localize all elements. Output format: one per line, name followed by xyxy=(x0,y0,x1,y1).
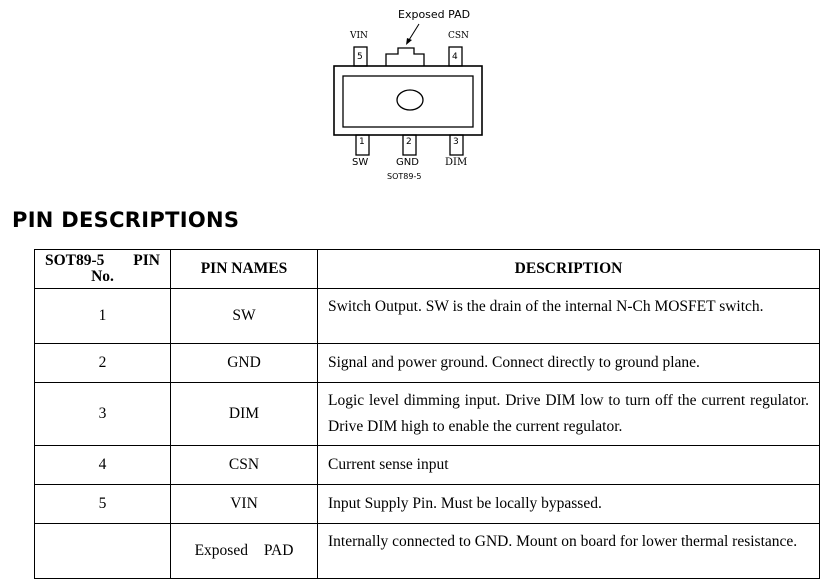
pin-number-cell: 4 xyxy=(34,445,171,485)
pin-description-table: SOT89-5 PIN No. PIN NAMES DESCRIPTION 1 … xyxy=(34,249,820,579)
pin-name-cell: CSN xyxy=(170,445,318,485)
pin-number-cell xyxy=(34,523,171,579)
exposed-pad-arrow xyxy=(408,23,420,41)
table-row: 2 GND Signal and power ground. Connect d… xyxy=(34,343,820,383)
package-body-inner xyxy=(342,75,474,128)
pin-4-label: CSN xyxy=(448,31,469,41)
section-title: PIN DESCRIPTIONS xyxy=(12,208,240,232)
header-pin-number-line2: No. xyxy=(91,268,114,285)
package-pinout-diagram: Exposed PAD VIN CSN 5 4 1 2 3 SW GND DIM… xyxy=(330,6,500,186)
pin-1-number: 1 xyxy=(359,137,365,147)
pin-description-cell: Internally connected to GND. Mount on bo… xyxy=(317,523,820,579)
exposed-pad-tab xyxy=(385,47,425,66)
table-row: 5 VIN Input Supply Pin. Must be locally … xyxy=(34,484,820,524)
table-row: Exposed PAD Internally connected to GND.… xyxy=(34,523,820,579)
package-outline xyxy=(333,23,483,156)
header-pin-number: SOT89-5 PIN No. xyxy=(34,249,171,289)
pin-description-cell: Switch Output. SW is the drain of the in… xyxy=(317,288,820,344)
table-row: 3 DIM Logic level dimming input. Drive D… xyxy=(34,382,820,446)
pin-description-cell: Current sense input xyxy=(317,445,820,485)
pin-number-cell: 1 xyxy=(34,288,171,344)
pin-5-number: 5 xyxy=(357,52,363,62)
pin-description-cell: Logic level dimming input. Drive DIM low… xyxy=(317,382,820,446)
package-label: SOT89-5 xyxy=(387,172,422,181)
pin-3-number: 3 xyxy=(453,137,459,147)
pin-name-cell: GND xyxy=(170,343,318,383)
header-pin-number-line1: SOT89-5 PIN xyxy=(45,252,160,269)
pin-3-lead xyxy=(449,134,464,156)
pin-name-cell: VIN xyxy=(170,484,318,524)
pin-1-lead xyxy=(355,134,370,156)
header-description: DESCRIPTION xyxy=(317,249,820,289)
pin-2-lead xyxy=(402,134,417,156)
table-header-row: SOT89-5 PIN No. PIN NAMES DESCRIPTION xyxy=(34,249,820,289)
pin-name-cell: Exposed PAD xyxy=(170,523,318,579)
pin-description-cell: Input Supply Pin. Must be locally bypass… xyxy=(317,484,820,524)
header-pin-names: PIN NAMES xyxy=(170,249,318,289)
pin1-marker-circle xyxy=(396,89,424,111)
pin-description-cell: Signal and power ground. Connect directl… xyxy=(317,343,820,383)
pin-1-label: SW xyxy=(352,157,369,168)
pin-number-cell: 3 xyxy=(34,382,171,446)
pin-5-label: VIN xyxy=(350,31,368,41)
pin-name-cell: SW xyxy=(170,288,318,344)
table-row: 4 CSN Current sense input xyxy=(34,445,820,485)
table-row: 1 SW Switch Output. SW is the drain of t… xyxy=(34,288,820,344)
pin-2-label: GND xyxy=(396,157,419,168)
pin-3-label: DIM xyxy=(445,157,468,168)
pin-name-cell: DIM xyxy=(170,382,318,446)
pin-2-number: 2 xyxy=(406,137,412,147)
exposed-pad-label: Exposed PAD xyxy=(398,8,471,21)
exposed-pad-arrowhead xyxy=(406,38,412,45)
pin-4-number: 4 xyxy=(452,52,458,62)
pin-number-cell: 2 xyxy=(34,343,171,383)
pin-number-cell: 5 xyxy=(34,484,171,524)
